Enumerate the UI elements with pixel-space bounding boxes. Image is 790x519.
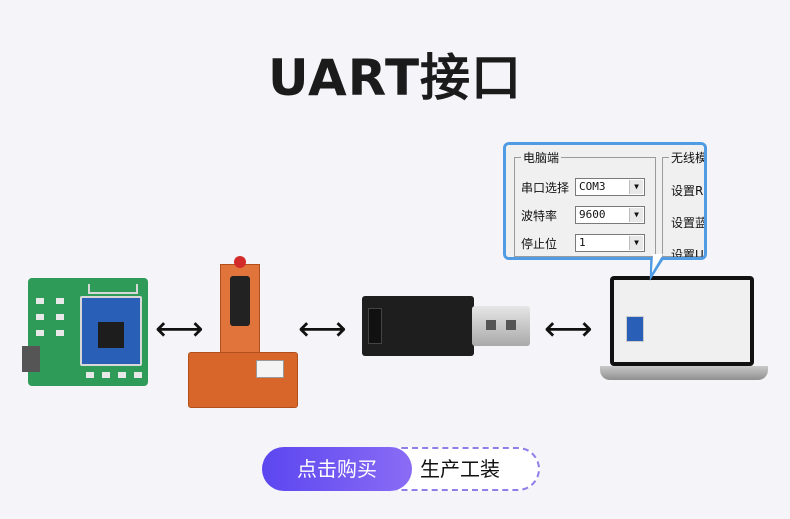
baud-rate-label: 波特率 bbox=[521, 208, 558, 223]
set-u-button[interactable]: 设置U bbox=[671, 248, 704, 260]
double-arrow-icon: ⟷ bbox=[544, 309, 593, 349]
serial-settings-callout: 电脑端 串口选择 COM3 ▼ 波特率 9600 ▼ 停止位 1 ▼ 无线模 设… bbox=[503, 142, 707, 260]
chevron-down-icon[interactable]: ▼ bbox=[629, 236, 643, 250]
chevron-down-icon[interactable]: ▼ bbox=[629, 208, 643, 222]
double-arrow-icon: ⟷ bbox=[155, 309, 204, 349]
stop-bits-row: 停止位 1 ▼ bbox=[521, 234, 645, 252]
usb-ttl-adapter-image bbox=[362, 296, 532, 356]
double-arrow-icon: ⟷ bbox=[298, 309, 347, 349]
wireless-module-group: 无线模 设置R 设置蓝 设置U bbox=[662, 149, 707, 260]
set-r-button[interactable]: 设置R bbox=[671, 184, 704, 198]
buy-button[interactable]: 点击购买 bbox=[262, 447, 412, 491]
baud-rate-select[interactable]: 9600 ▼ bbox=[575, 206, 645, 224]
pc-settings-group: 电脑端 串口选择 COM3 ▼ 波特率 9600 ▼ 停止位 1 ▼ bbox=[514, 149, 656, 257]
serial-port-select[interactable]: COM3 ▼ bbox=[575, 178, 645, 196]
baud-rate-row: 波特率 9600 ▼ bbox=[521, 206, 645, 224]
bluetooth-module-image bbox=[22, 278, 148, 386]
action-bar: 生产工装 点击购买 bbox=[262, 447, 540, 491]
stop-bits-label: 停止位 bbox=[521, 236, 558, 251]
stop-bits-select[interactable]: 1 ▼ bbox=[575, 234, 645, 252]
laptop-image bbox=[600, 276, 768, 386]
serial-port-label: 串口选择 bbox=[521, 180, 570, 195]
serial-port-row: 串口选择 COM3 ▼ bbox=[521, 178, 645, 196]
group-right-title: 无线模 bbox=[669, 149, 704, 166]
set-bluetooth-button[interactable]: 设置蓝 bbox=[671, 216, 707, 230]
test-fixture-image bbox=[186, 256, 306, 416]
chevron-down-icon[interactable]: ▼ bbox=[629, 180, 643, 194]
page-title: UART接口 bbox=[267, 49, 523, 107]
group-left-title: 电脑端 bbox=[521, 149, 562, 166]
